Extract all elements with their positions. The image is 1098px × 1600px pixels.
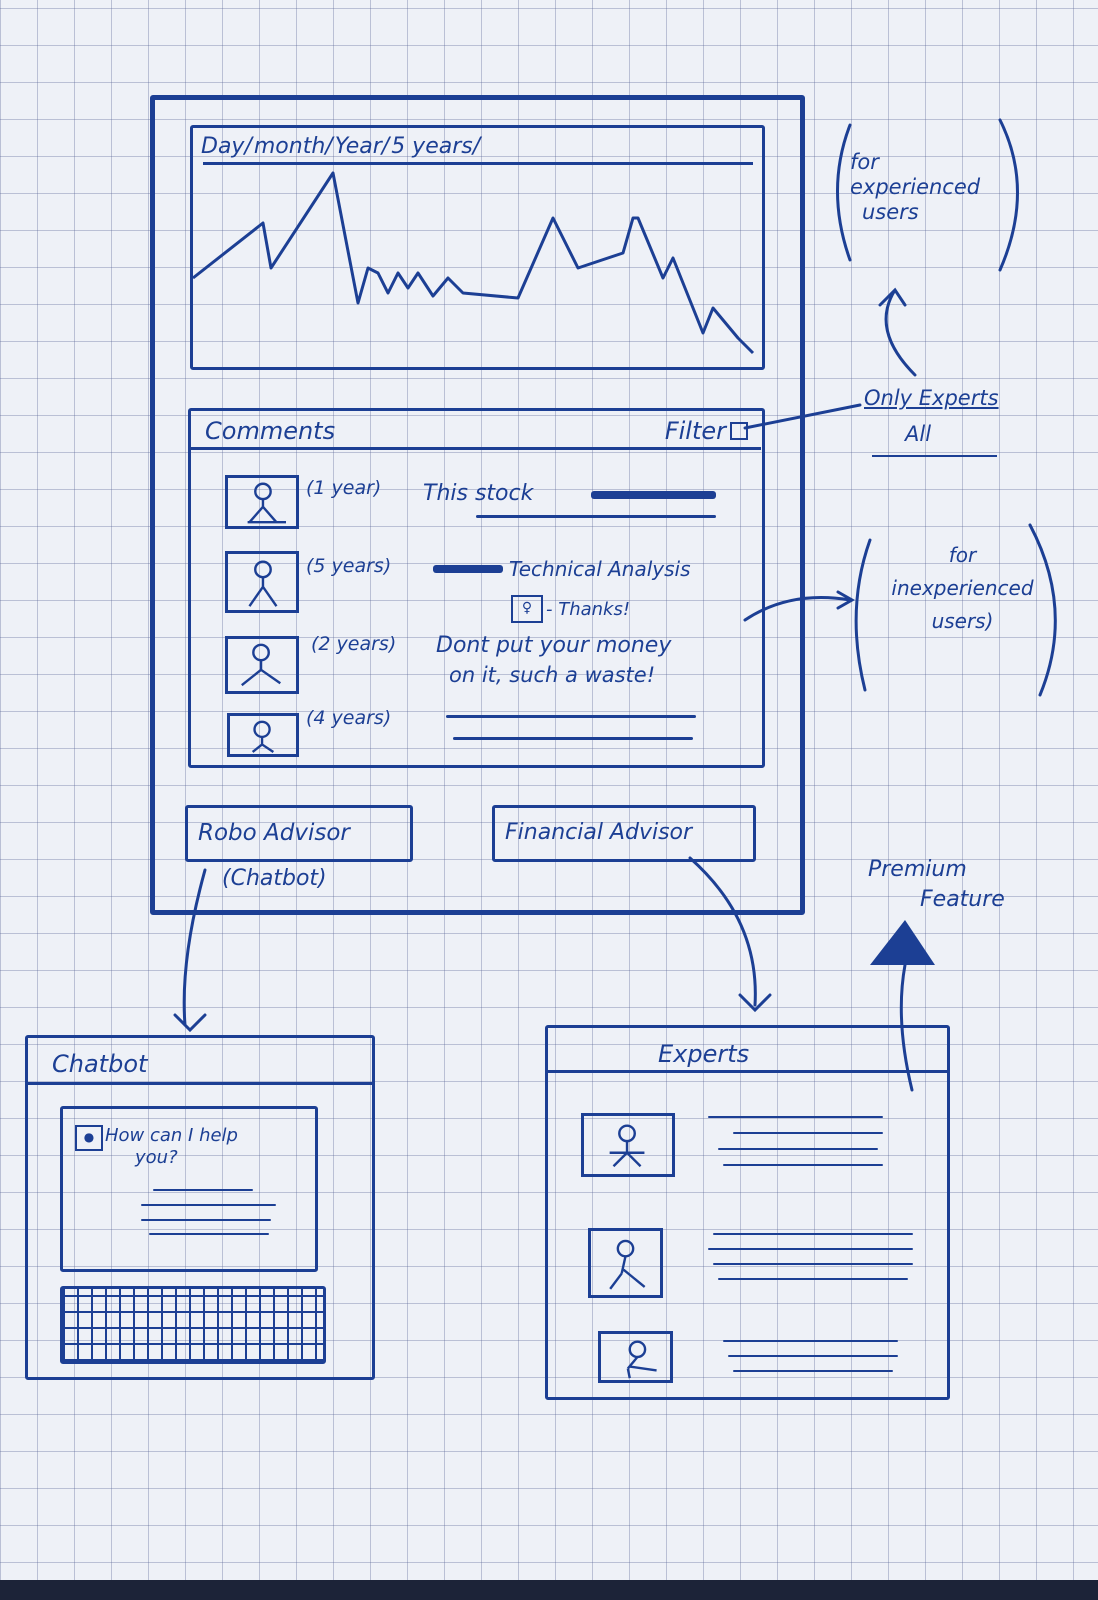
comments-panel: Comments Filter (1 year) This stock (5 y… bbox=[188, 408, 765, 768]
annotation-line: experienced bbox=[850, 175, 981, 199]
scribbled-text bbox=[446, 715, 696, 718]
annotation-line: inexperienced bbox=[891, 576, 1034, 600]
reply-avatar: ♀ bbox=[511, 595, 543, 623]
person-icon bbox=[248, 560, 278, 607]
avatar bbox=[227, 713, 299, 757]
comment-text: This stock bbox=[423, 481, 534, 506]
comment-experience: (5 years) bbox=[306, 555, 392, 577]
comment-experience: (2 years) bbox=[311, 633, 397, 655]
scribbled-text bbox=[433, 565, 503, 573]
annotation-line: for bbox=[850, 150, 879, 174]
expert-avatar[interactable] bbox=[588, 1228, 663, 1298]
comment-experience: (4 years) bbox=[306, 707, 392, 729]
person-icon bbox=[247, 482, 286, 524]
annotation-line: users bbox=[862, 200, 919, 224]
annotation-line: Feature bbox=[920, 887, 1005, 912]
expert-description bbox=[718, 1148, 878, 1150]
comment-reply: ♀ - Thanks! bbox=[511, 595, 630, 623]
main-screen-frame bbox=[150, 95, 805, 915]
tab-day[interactable]: Day/ bbox=[201, 134, 252, 159]
desk-edge bbox=[0, 1580, 1098, 1600]
expert-description bbox=[708, 1116, 883, 1118]
financial-advisor-label: Financial Advisor bbox=[505, 820, 693, 845]
time-range-tabs: Day/ month/ Year/ 5 years/ bbox=[201, 134, 480, 159]
chatbot-screen: Chatbot ● How can I help you? bbox=[25, 1035, 375, 1380]
person-icon bbox=[626, 1340, 657, 1379]
chat-greeting: How can I help bbox=[105, 1125, 238, 1146]
annotation-line: users) bbox=[931, 609, 994, 633]
tab-month[interactable]: month/ bbox=[253, 134, 333, 159]
expert-description bbox=[718, 1278, 908, 1280]
financial-advisor-button[interactable]: Financial Advisor bbox=[492, 805, 756, 862]
annotation-line: for bbox=[948, 543, 977, 567]
avatar bbox=[225, 636, 299, 694]
filter-checkbox[interactable] bbox=[730, 422, 748, 440]
bot-avatar-icon: ● bbox=[75, 1125, 103, 1151]
experienced-bracket-left bbox=[836, 123, 852, 262]
expert-avatar[interactable] bbox=[598, 1331, 673, 1383]
comments-divider bbox=[191, 447, 761, 450]
annotation-inexperienced-users: for inexperienced users) bbox=[875, 535, 1050, 641]
expert-description bbox=[733, 1132, 883, 1134]
comments-title: Comments bbox=[205, 417, 336, 445]
expert-description bbox=[733, 1370, 893, 1372]
arrow-to-experienced bbox=[878, 287, 917, 377]
tab-5-years[interactable]: 5 years/ bbox=[391, 134, 481, 159]
price-line-chart bbox=[193, 171, 755, 355]
scribbled-text bbox=[141, 1219, 271, 1221]
person-icon bbox=[609, 1239, 646, 1290]
tab-year[interactable]: Year/ bbox=[334, 134, 390, 159]
expert-description bbox=[713, 1233, 913, 1235]
filter-label: Filter bbox=[664, 417, 726, 445]
scribbled-text bbox=[149, 1233, 269, 1235]
expert-description bbox=[708, 1248, 913, 1250]
expert-description bbox=[723, 1340, 898, 1342]
chatbot-header-divider bbox=[28, 1082, 373, 1085]
chat-message-area: ● How can I help you? bbox=[60, 1106, 318, 1272]
inexperienced-bracket-left bbox=[854, 538, 872, 692]
annotation-line: Premium bbox=[868, 857, 967, 882]
person-icon bbox=[251, 720, 275, 753]
comment-text: Dont put your money bbox=[436, 633, 672, 658]
reply-text: - Thanks! bbox=[546, 598, 631, 620]
avatar bbox=[225, 475, 299, 529]
filter-option-all: All bbox=[905, 422, 932, 446]
person-icon bbox=[609, 1124, 645, 1168]
robo-advisor-button[interactable]: Robo Advisor bbox=[185, 805, 413, 862]
comment-text-continued: on it, such a waste! bbox=[449, 663, 656, 687]
experienced-bracket-right bbox=[998, 118, 1019, 272]
filter-control[interactable]: Filter bbox=[665, 417, 748, 445]
experts-screen: Experts bbox=[545, 1025, 950, 1400]
robo-advisor-label: Robo Advisor bbox=[198, 820, 350, 846]
filter-options-underline bbox=[872, 455, 997, 457]
price-line bbox=[193, 171, 755, 355]
robo-advisor-note: (Chatbot) bbox=[222, 866, 327, 891]
scribbled-text bbox=[141, 1204, 276, 1206]
annotation-premium-feature: Premium Feature bbox=[868, 855, 1005, 915]
keyboard[interactable] bbox=[60, 1286, 326, 1364]
experts-header-divider bbox=[548, 1070, 948, 1073]
expert-description bbox=[713, 1263, 913, 1265]
comment-experience: (1 year) bbox=[306, 477, 382, 499]
stock-chart-panel: Day/ month/ Year/ 5 years/ bbox=[190, 125, 765, 370]
chat-greeting-continued: you? bbox=[135, 1147, 178, 1168]
scribbled-text bbox=[453, 737, 693, 740]
filter-option-only-experts: Only Experts bbox=[864, 386, 999, 410]
comment-text: Technical Analysis bbox=[509, 557, 691, 581]
scribbled-text bbox=[153, 1189, 253, 1191]
avatar bbox=[225, 551, 299, 613]
expert-description bbox=[728, 1355, 898, 1357]
premium-arrow-head bbox=[870, 920, 935, 965]
annotation-experienced-users: for experienced users bbox=[850, 150, 980, 225]
tabs-divider bbox=[203, 162, 753, 165]
experts-title: Experts bbox=[658, 1040, 750, 1068]
chatbot-title: Chatbot bbox=[52, 1050, 148, 1078]
scribbled-text bbox=[591, 491, 716, 499]
scribbled-text bbox=[476, 515, 716, 518]
expert-avatar[interactable] bbox=[581, 1113, 675, 1177]
expert-description bbox=[723, 1164, 883, 1166]
person-icon bbox=[241, 643, 281, 687]
